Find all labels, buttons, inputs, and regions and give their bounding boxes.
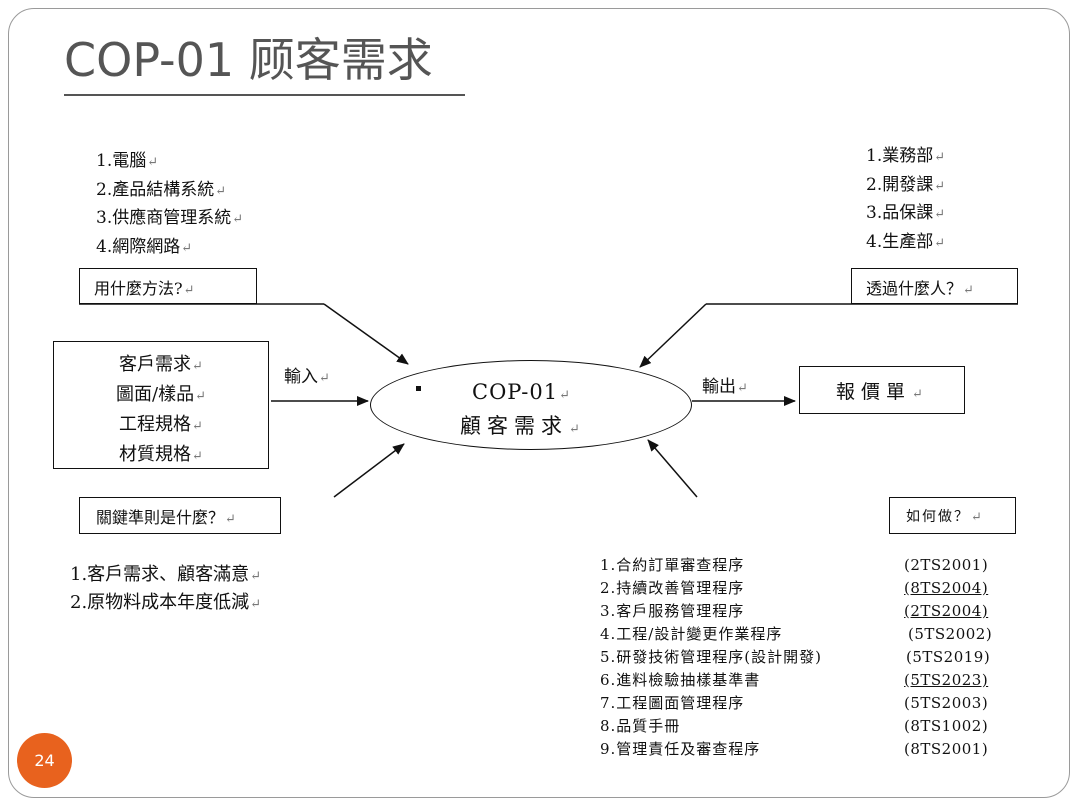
tool-item: 3.供應商管理系統↵ — [96, 208, 244, 228]
input-item: 材質規格↵ — [119, 444, 203, 465]
input-item: 工程規格↵ — [119, 414, 203, 435]
department-item: 3.品保課↵ — [866, 203, 946, 223]
key-criteria-label: 關鍵準則是什麼？ — [96, 508, 225, 527]
bullet-mark — [416, 386, 421, 391]
department-item: 4.生產部↵ — [866, 231, 946, 252]
how-do-label: 如何做？ — [906, 509, 970, 525]
input-item: 客戶需求↵ — [119, 354, 203, 375]
tool-item: 4.網際網路↵ — [96, 236, 193, 257]
input-item: 圖面/樣品↵ — [116, 384, 206, 405]
criteria-item: 1.客戶需求、顧客滿意↵ — [70, 564, 262, 585]
process-name: 顧客需求↵ — [460, 414, 586, 438]
output-text: 報價單 — [836, 381, 912, 403]
department-item: 2.開發課↵ — [866, 174, 946, 195]
how-do-box: 如何做？↵ — [889, 497, 1016, 534]
tools-list: 1.電腦↵ 2.產品結構系統↵ 3.供應商管理系統↵ 4.網際網路↵ — [96, 148, 243, 262]
output-label: 輸出↵ — [702, 377, 748, 397]
how-method-label: 用什麼方法? — [94, 279, 183, 298]
through-whom-box: 透過什麼人？↵ — [851, 268, 1018, 304]
page-title: COP-01 顾客需求 — [64, 33, 433, 87]
how-method-box: 用什麼方法?↵ — [79, 268, 257, 304]
process-code: COP-01↵ — [472, 380, 571, 404]
departments-list: 1.業務部↵ 2.開發課↵ 3.品保課↵ 4.生產部↵ — [866, 143, 945, 257]
input-label: 輸入↵ — [284, 367, 330, 387]
output-box: 報價單↵ — [799, 366, 965, 414]
input-box: 客戶需求↵ 圖面/樣品↵ 工程規格↵ 材質規格↵ — [53, 341, 269, 469]
criteria-item: 2.原物料成本年度低減↵ — [70, 592, 262, 613]
department-item: 1.業務部↵ — [866, 146, 946, 166]
criteria-list: 1.客戶需求、顧客滿意↵ 2.原物料成本年度低減↵ — [70, 562, 261, 618]
through-whom-label: 透過什麼人？ — [866, 279, 963, 298]
tool-item: 2.產品結構系統↵ — [96, 179, 227, 200]
page-number-badge: 24 — [17, 733, 72, 788]
title-underline — [64, 94, 465, 96]
tool-item: 1.電腦↵ — [96, 151, 159, 171]
key-criteria-box: 關鍵準則是什麼？↵ — [79, 497, 281, 534]
process-ellipse — [370, 360, 692, 450]
